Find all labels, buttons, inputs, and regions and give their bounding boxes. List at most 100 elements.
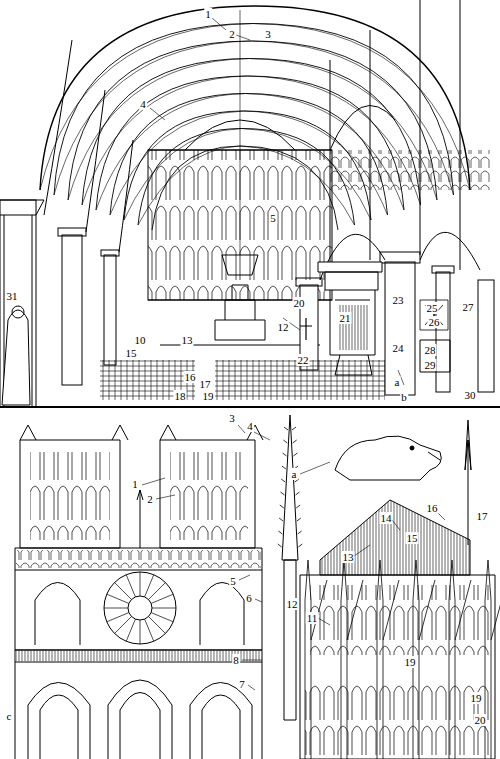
callout-number: 7: [238, 678, 246, 690]
triforium: [330, 150, 490, 190]
buttress-pinnacle: [377, 560, 399, 759]
column: [436, 272, 450, 392]
tracery-spoke: [148, 583, 165, 600]
crocket: [278, 531, 301, 534]
portal-level: [15, 662, 262, 759]
rose-center: [128, 596, 152, 620]
callout-number: 12: [286, 598, 299, 610]
callout-number: 13: [181, 334, 194, 346]
rose-level: [15, 570, 262, 650]
statue: [2, 306, 30, 405]
callout-number: 15: [125, 347, 138, 359]
callout-number: 15: [406, 532, 419, 544]
pinnacle-spire: [282, 415, 298, 560]
tracery-spoke: [148, 616, 165, 633]
high-altar: [215, 285, 265, 340]
callout-number: 16: [426, 502, 439, 514]
callout-number: 6: [245, 592, 253, 604]
exterior-views: [15, 18, 500, 759]
crocket: [283, 453, 298, 456]
callout-number: 3: [264, 28, 272, 40]
chandelier: [222, 255, 258, 275]
callout-number: 16: [184, 371, 197, 383]
chapel-windows: [305, 680, 490, 755]
tracery-spoke: [115, 616, 132, 633]
callout-number: 24: [392, 342, 405, 354]
buttress-pinnacle: [305, 560, 327, 759]
portal-voussoirs: [40, 693, 240, 759]
crocket: [279, 518, 301, 521]
tracery-spoke: [104, 608, 128, 609]
tracery-spoke: [126, 619, 135, 641]
pulpit-carving: [338, 305, 368, 350]
callout-number: 19: [404, 656, 417, 668]
towers: [20, 440, 255, 548]
crucifix: [300, 318, 312, 340]
callout-number: 20: [474, 714, 487, 726]
pinnacle-shaft: [284, 560, 296, 720]
tracery-spoke: [145, 575, 154, 597]
tracery-spoke: [152, 608, 176, 609]
callout-number: 27: [462, 301, 475, 313]
tracery-spoke: [140, 572, 141, 596]
leader-lines: [142, 18, 445, 690]
tower-pinnacles: [20, 425, 263, 440]
apse-roof: [320, 500, 470, 575]
callout-number: 22: [297, 354, 310, 366]
tracery-spoke: [126, 575, 135, 597]
capital: [296, 278, 322, 286]
pews: [215, 360, 385, 400]
callout-number: 17: [476, 510, 489, 522]
flying-buttresses: [305, 560, 500, 759]
crossing-spire: [465, 420, 471, 545]
callout-number: 8: [232, 654, 240, 666]
shafts: [44, 40, 133, 252]
gallery-arcade: [16, 550, 261, 568]
pulpit-canopy: [318, 262, 382, 290]
callout-number: 1: [131, 478, 139, 490]
crocket: [278, 544, 303, 547]
gallery-of-kings: [15, 650, 262, 662]
column: [478, 280, 494, 392]
belfry-openings: [170, 452, 248, 540]
tracery-spoke: [140, 620, 141, 644]
callout-number: 3: [228, 412, 236, 424]
callout-number: 19: [202, 390, 215, 402]
buttress-pinnacle: [449, 560, 471, 759]
callout-number: 12: [277, 321, 290, 333]
capital: [380, 252, 420, 263]
apse-walls: [300, 575, 495, 759]
capital: [101, 250, 119, 256]
callout-number: c: [6, 710, 13, 722]
callout-number: 5: [229, 575, 237, 587]
capital: [58, 228, 86, 236]
callout-number: 14: [380, 512, 393, 524]
callout-number: 11: [306, 612, 319, 624]
callout-number: 23: [392, 294, 405, 306]
gargoyle: [335, 436, 441, 480]
callout-number: b: [400, 391, 408, 403]
tracery-spoke: [151, 613, 173, 622]
callout-number: 2: [146, 493, 154, 505]
callout-number: a: [394, 376, 401, 388]
callout-number: 1: [204, 8, 212, 20]
callout-number: 18: [174, 390, 187, 402]
great-pier: [385, 262, 415, 395]
callout-number: 17: [199, 378, 212, 390]
triforium-shafts: [330, 0, 460, 280]
column: [104, 255, 116, 365]
pier-capital: [0, 200, 44, 407]
crocket: [284, 427, 296, 430]
callout-number: 2: [228, 28, 236, 40]
tracery-spoke: [115, 583, 132, 600]
nave-interior: [0, 0, 500, 407]
buttress-pinnacle: [485, 560, 500, 759]
tracery-spoke: [107, 594, 129, 603]
panel-divider: [0, 406, 500, 408]
crockets: [278, 427, 303, 547]
column: [62, 235, 82, 385]
callout-number: 20: [293, 297, 306, 309]
clerestory-windows: [310, 585, 490, 655]
